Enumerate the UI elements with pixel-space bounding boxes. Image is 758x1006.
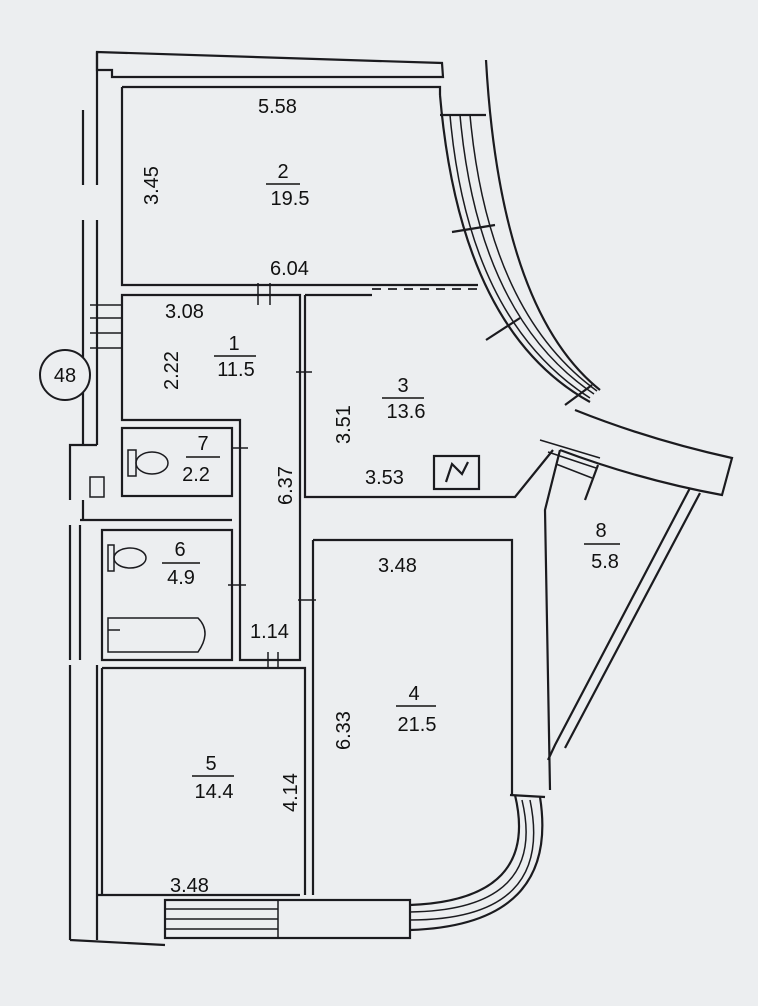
dim-room2-height: 3.45 [141, 166, 163, 205]
svg-text:13.6: 13.6 [387, 401, 426, 423]
svg-text:19.5: 19.5 [271, 188, 310, 210]
label-room-6: 6 4.9 [162, 539, 200, 589]
dim-corridor-length: 6.37 [275, 466, 297, 505]
label-room-4: 4 21.5 [396, 683, 436, 736]
dim-room1-height: 2.22 [161, 351, 183, 390]
svg-text:14.4: 14.4 [195, 781, 234, 803]
svg-text:21.5: 21.5 [398, 714, 437, 736]
svg-text:5.8: 5.8 [591, 551, 619, 573]
room-2 [120, 85, 478, 287]
svg-text:2.2: 2.2 [182, 464, 210, 486]
dim-corridor-width: 1.14 [250, 621, 289, 643]
label-room-8: 8 5.8 [584, 520, 620, 573]
svg-text:11.5: 11.5 [217, 359, 254, 381]
unit-number: 48 [54, 365, 76, 387]
svg-text:4: 4 [408, 683, 419, 705]
svg-text:6: 6 [174, 539, 185, 561]
room-7 [120, 426, 234, 498]
room-labels: 2 19.5 1 11.5 3 13.6 7 2.2 6 4.9 8 5.8 [162, 161, 620, 803]
svg-text:7: 7 [197, 433, 208, 455]
label-room-5: 5 14.4 [192, 753, 234, 803]
curved-facade [163, 59, 734, 940]
room-4 [311, 538, 514, 895]
dim-room4-width: 3.48 [378, 555, 417, 577]
room-1-corridor [120, 283, 478, 668]
label-room-3: 3 13.6 [382, 375, 425, 423]
dim-room1-width: 3.08 [165, 301, 204, 323]
svg-text:4.9: 4.9 [167, 567, 195, 589]
svg-text:1: 1 [228, 333, 239, 355]
svg-text:2: 2 [277, 161, 288, 183]
dim-overall-width: 6.04 [270, 258, 309, 280]
dim-room2-width: 5.58 [258, 96, 297, 118]
unit-badge: 48 [39, 349, 91, 401]
svg-text:5: 5 [205, 753, 216, 775]
label-room-2: 2 19.5 [266, 161, 309, 210]
label-room-1: 1 11.5 [214, 333, 256, 381]
room-3 [303, 293, 554, 499]
svg-text:8: 8 [595, 520, 606, 542]
outer-walls [68, 50, 445, 947]
room-5 [100, 666, 307, 895]
dim-room3-height: 3.51 [333, 405, 355, 444]
label-room-7: 7 2.2 [182, 433, 220, 486]
dim-room3-width: 3.53 [365, 467, 404, 489]
dim-room5-height: 4.14 [280, 773, 302, 812]
room-6 [80, 518, 234, 662]
dim-room5-width: 3.48 [170, 875, 209, 897]
dim-room4-height: 6.33 [333, 711, 355, 750]
dimension-labels: 5.58 3.45 6.04 3.08 2.22 3.51 3.53 6.37 … [141, 96, 417, 897]
svg-text:3: 3 [397, 375, 408, 397]
